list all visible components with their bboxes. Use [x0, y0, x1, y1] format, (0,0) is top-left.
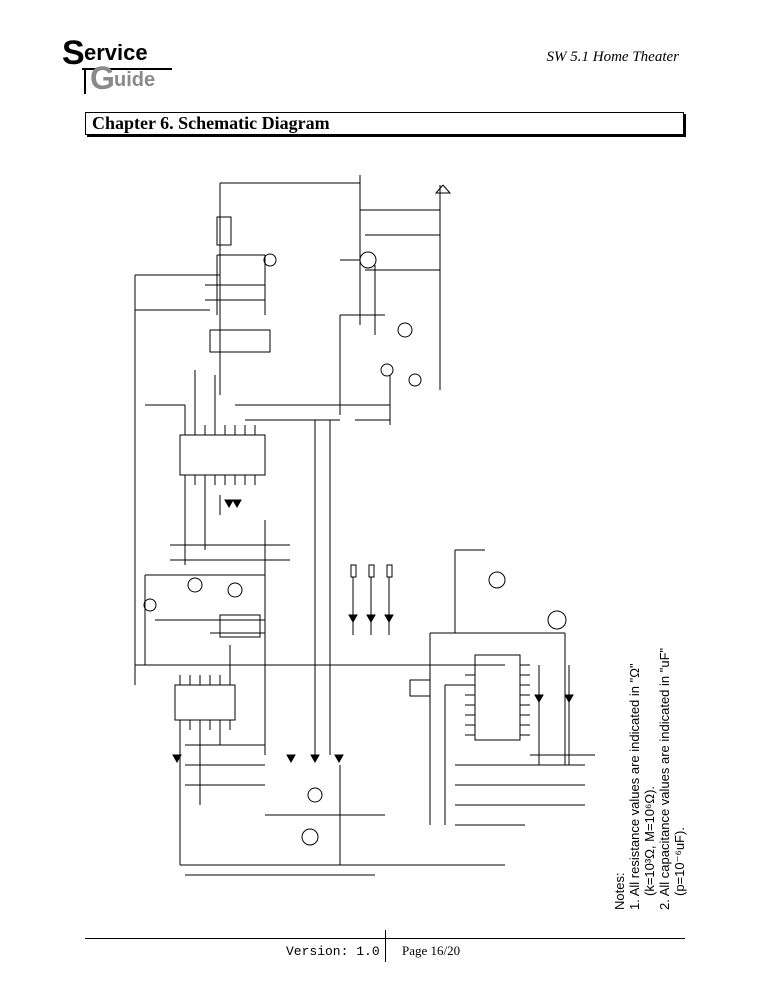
logo-letter-s: S [62, 34, 85, 72]
chapter-title: Chapter 6. Schematic Diagram [85, 112, 684, 135]
notes-title: Notes: [612, 872, 627, 910]
service-guide-logo: S ervice G uide [62, 36, 172, 94]
footer-page-number: Page 16/20 [402, 943, 461, 958]
notes-line-3: 2. All capacitance values are indicated … [657, 647, 672, 910]
product-title: SW 5.1 Home Theater [546, 49, 679, 65]
notes-line-4: (p=10⁻⁶uF). [672, 827, 687, 896]
notes-line-1: 1. All resistance values are indicated i… [627, 663, 642, 910]
schematic-notes: Notes: 1. All resistance values are indi… [612, 648, 687, 910]
footer-divider [385, 930, 386, 962]
schematic-diagram [134, 175, 595, 876]
logo-rule-horizontal [82, 68, 172, 70]
notes-line-2: (k=10³Ω, M=10⁶Ω). [642, 785, 657, 896]
logo-uide: uide [114, 69, 156, 91]
footer-version: Version: 1.0 [286, 944, 380, 959]
logo-rule-vertical [84, 68, 86, 94]
logo-ervice: ervice [84, 40, 148, 65]
logo-letter-g: G [90, 60, 115, 96]
